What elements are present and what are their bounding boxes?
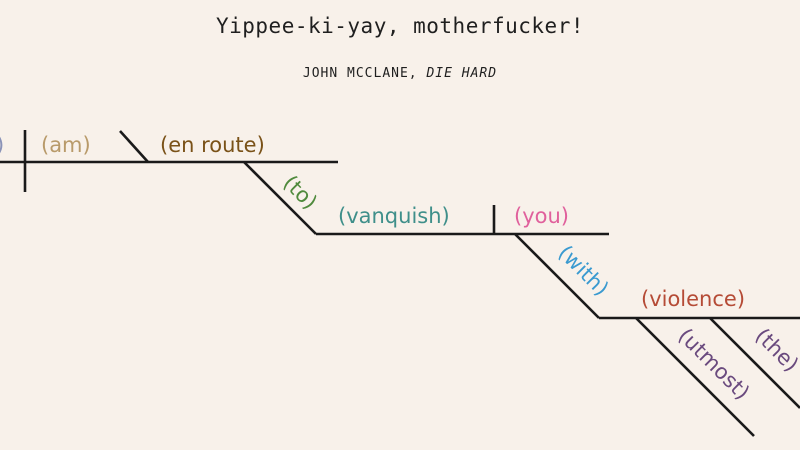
attribution-film: DIE HARD bbox=[426, 66, 498, 81]
modifier-the-diagonal bbox=[709, 317, 800, 409]
word-prep-to: (to) bbox=[278, 171, 321, 214]
modifier-utmost-diagonal bbox=[635, 317, 755, 437]
word-infinitive-vanquish: (vanquish) bbox=[338, 204, 450, 228]
word-prep-with: (with) bbox=[553, 241, 613, 301]
complement-slant-line bbox=[119, 130, 149, 163]
quote-title: Yippee-ki-yay, motherfucker! bbox=[215, 14, 584, 38]
word-verb-am: (am) bbox=[41, 133, 91, 157]
prep-with-diagonal bbox=[514, 233, 600, 319]
word-prep-object-violence: (violence) bbox=[641, 287, 745, 311]
prep-to-diagonal bbox=[243, 161, 317, 235]
attribution-speaker: JOHN MCCLANE, bbox=[302, 66, 418, 81]
word-object-you: (you) bbox=[514, 204, 569, 228]
word-complement-en-route: (en route) bbox=[160, 133, 265, 157]
quote-attribution: JOHN MCCLANE, DIE HARD bbox=[0, 66, 800, 81]
word-modifier-utmost: (utmost) bbox=[673, 324, 754, 405]
word-modifier-the: (the) bbox=[750, 324, 800, 377]
word-subject-fragment: ) bbox=[0, 133, 4, 157]
